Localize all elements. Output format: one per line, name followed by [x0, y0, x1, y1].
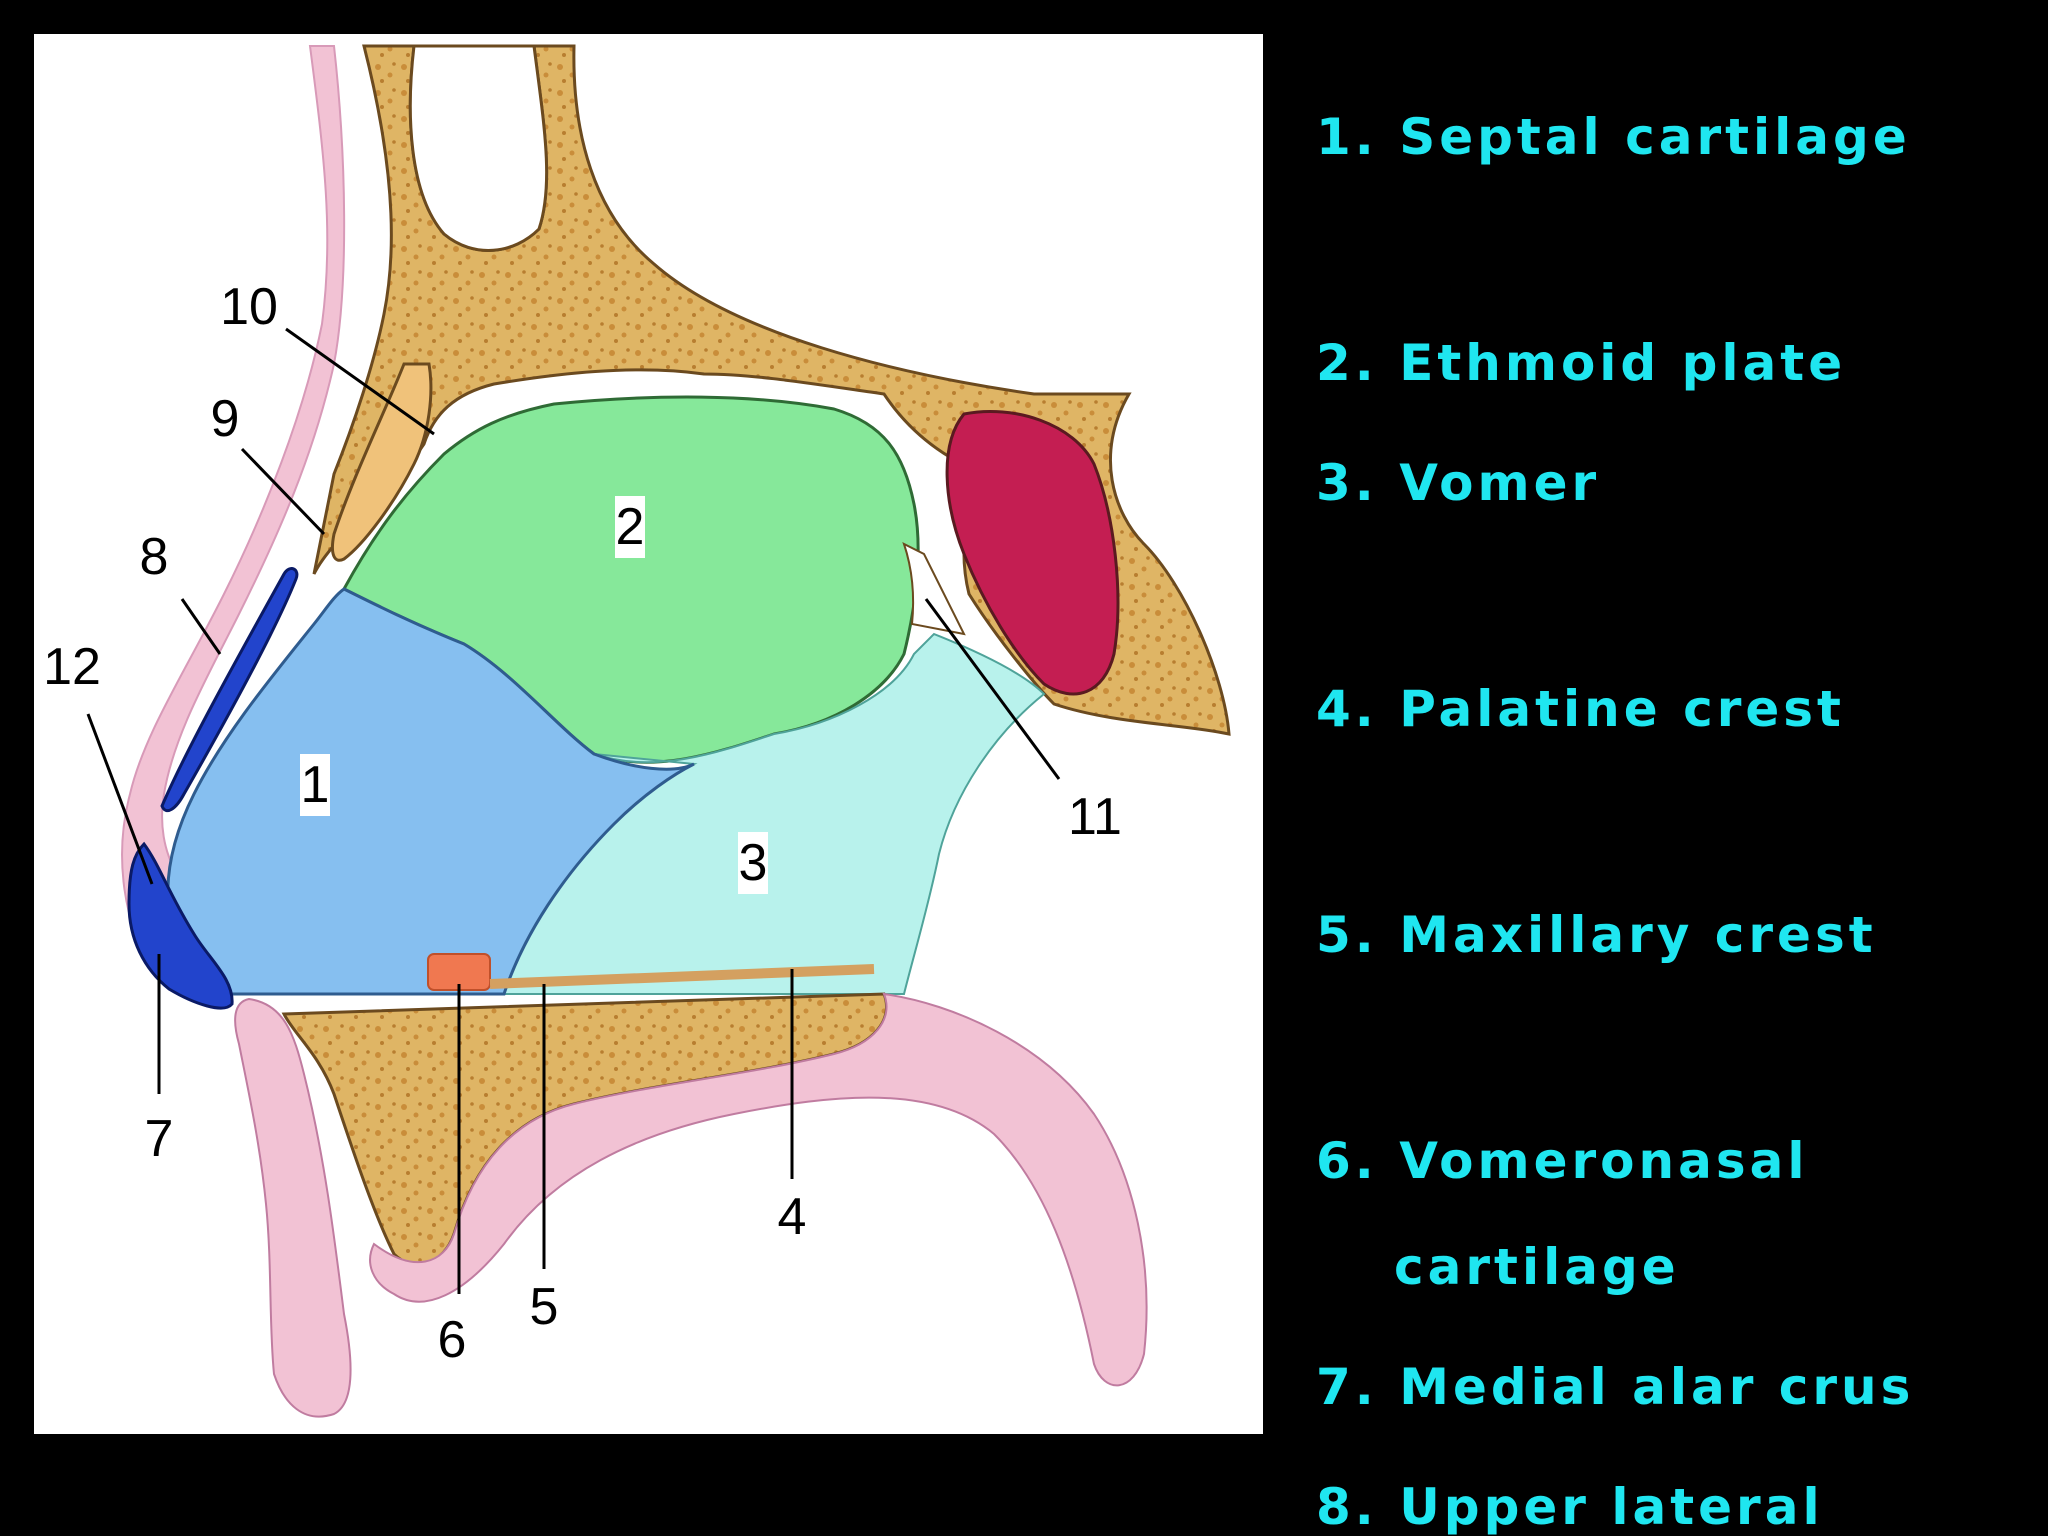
callout-7: 7: [145, 1110, 174, 1168]
callout-9: 9: [211, 390, 240, 448]
callout-11: 11: [1068, 788, 1122, 846]
palate-soft-tissue: [369, 992, 1148, 1387]
legend-item-6-continuation: cartilage: [1394, 1238, 1680, 1296]
legend-item-2: 2. Ethmoid plate: [1316, 334, 1847, 392]
medial-alar-crus: [127, 841, 234, 1010]
sphenoid-sinus: [945, 409, 1120, 696]
legend: 1. Septal cartilage 2. Ethmoid plate 3. …: [1316, 0, 2036, 1536]
region-label-3: 3: [739, 834, 768, 892]
nasal-septum-diagram: 1 2 3 4 5 6 7 8 9 10 11 12: [34, 34, 1263, 1434]
frontal-loop: [408, 44, 549, 252]
choana-gap: [902, 542, 966, 636]
callout-8: 8: [140, 528, 169, 586]
callout-12: 12: [43, 638, 101, 696]
callout-6: 6: [438, 1311, 467, 1369]
region-label-2: 2: [616, 498, 645, 556]
upper-lateral-cartilage: [160, 567, 299, 813]
leader-lines: [86, 327, 1061, 1294]
upper-lip: [234, 997, 352, 1418]
legend-item-6: 6. Vomeronasal: [1316, 1132, 1809, 1190]
legend-item-7: 7. Medial alar crus: [1316, 1358, 1915, 1416]
callout-4: 4: [778, 1188, 807, 1246]
diagram-canvas: 1 2 3 4 5 6 7 8 9 10 11 12: [43, 44, 1231, 1418]
legend-item-4: 4. Palatine crest: [1316, 680, 1845, 738]
legend-item-1: 1. Septal cartilage: [1316, 108, 1911, 166]
callout-5: 5: [530, 1278, 559, 1336]
legend-item-3: 3. Vomer: [1316, 454, 1601, 512]
legend-item-8: 8. Upper lateral: [1316, 1478, 1824, 1536]
crest-line: [489, 964, 875, 989]
legend-item-5: 5. Maxillary crest: [1316, 906, 1877, 964]
callout-10: 10: [220, 278, 278, 336]
region-label-1: 1: [301, 756, 330, 814]
septal-cartilage-region: [166, 587, 695, 996]
